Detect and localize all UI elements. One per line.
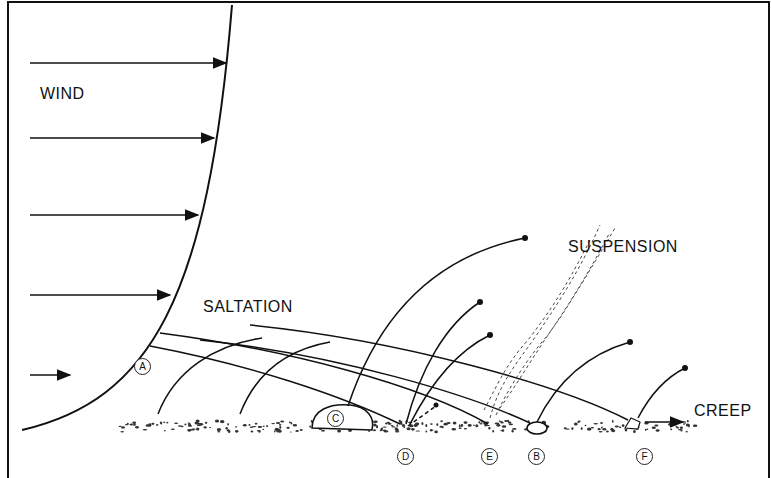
callout-letter: B (533, 452, 540, 462)
saltation-paths (150, 238, 685, 426)
callout-circle: B (528, 448, 545, 465)
grain-b (527, 422, 547, 434)
wind-profile (22, 5, 232, 430)
grain-dots (434, 235, 689, 408)
process-label: SUSPENSION (568, 238, 678, 256)
callout-circle: E (481, 448, 498, 465)
frame (8, 2, 769, 478)
callout-letter: D (402, 452, 409, 462)
process-label: CREEP (694, 402, 752, 420)
callout-circle: F (636, 448, 653, 465)
callout-letter: A (139, 362, 146, 372)
creep-arrow (645, 421, 683, 423)
process-label: SALTATION (203, 298, 293, 316)
callout-letter: E (486, 452, 493, 462)
callout-circle: A (134, 358, 151, 375)
ground (119, 419, 698, 433)
callout-letter: C (332, 414, 339, 424)
wind-arrows (30, 63, 226, 375)
process-label: WIND (40, 85, 85, 103)
callout-circle: D (397, 448, 414, 465)
callout-letter: F (641, 452, 647, 462)
callout-circle: C (327, 410, 344, 427)
